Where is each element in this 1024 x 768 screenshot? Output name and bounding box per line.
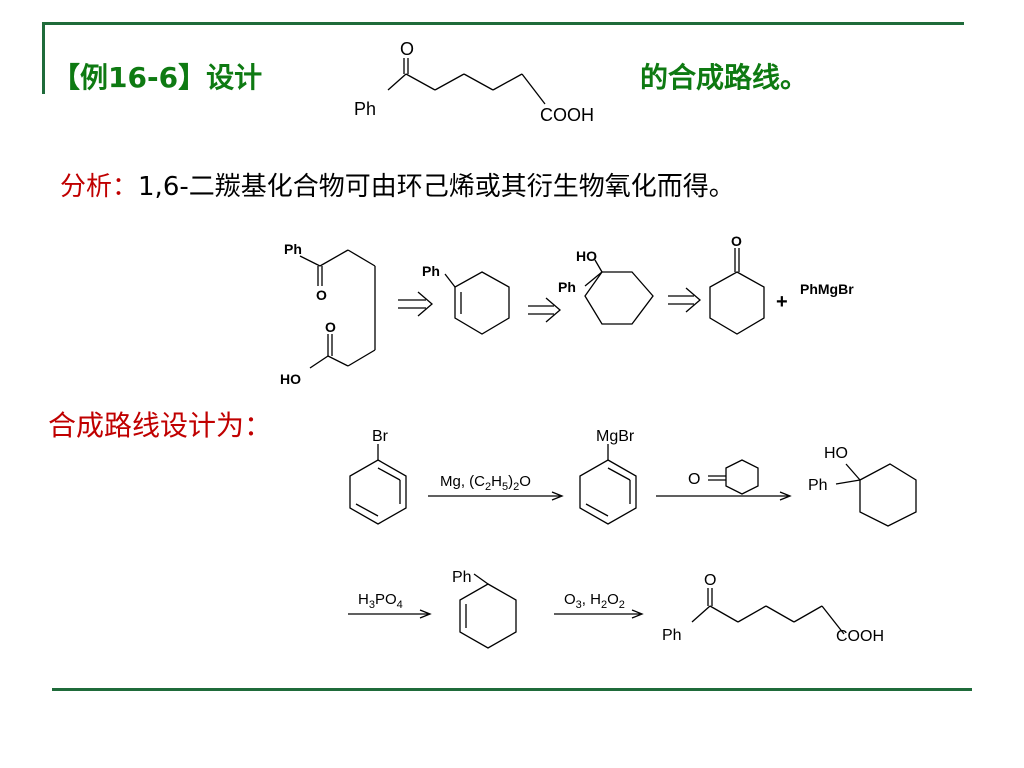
synth-alcohol-ph: Ph: [808, 477, 828, 494]
target-ph: Ph: [354, 99, 376, 119]
product-o: O: [704, 572, 716, 589]
analysis-line: 分析：1,6-二羰基化合物可由环己烯或其衍生物氧化而得。: [60, 166, 735, 203]
retro-acid-o: O: [325, 319, 336, 335]
step2-reagent-o: O: [688, 471, 700, 488]
retro-ketone-o: O: [316, 287, 327, 303]
step1-reagent: Mg, (C2H5)2O: [440, 473, 531, 493]
step3-reagent: H3PO4: [358, 591, 403, 611]
synth-alkene-ph: Ph: [452, 569, 472, 586]
retro-alkene-ph: Ph: [422, 263, 440, 279]
product-ph: Ph: [662, 627, 682, 644]
synthesis-row-1: Br Mg, (C2H5)2O MgBr O HO Ph: [349, 428, 917, 527]
retrosynthesis-scheme: Ph O O HO Ph HO Ph O + PhMgBr: [280, 233, 854, 387]
retro-alcohol-ph: Ph: [558, 279, 576, 295]
bromobenzene-br: Br: [372, 428, 389, 445]
analysis-label: 分析：: [60, 172, 139, 202]
retro-acid-ho: HO: [280, 371, 301, 387]
left-rule: [42, 22, 45, 94]
title-suffix: 的合成路线。: [640, 61, 809, 94]
title-prefix: 【例16-6】设计: [52, 61, 263, 94]
route-heading: 合成路线设计为：: [48, 409, 273, 442]
bottom-rule: [52, 688, 972, 691]
grignard-mgbr: MgBr: [596, 428, 635, 445]
step4-reagent: O3, H2O2: [564, 591, 625, 611]
target-structure: Ph O COOH: [354, 39, 594, 125]
top-rule: [42, 22, 964, 25]
product-cooh: COOH: [836, 628, 884, 645]
target-cooh: COOH: [540, 105, 594, 125]
retro-alcohol-ho: HO: [576, 248, 597, 264]
retro-cyclohexanone-o: O: [731, 233, 742, 249]
retro-ph: Ph: [284, 241, 302, 257]
retro-reagent: PhMgBr: [800, 281, 854, 297]
retro-plus: +: [776, 291, 788, 313]
analysis-text: 1,6-二羰基化合物可由环己烯或其衍生物氧化而得。: [138, 172, 735, 202]
synth-alcohol-ho: HO: [824, 445, 848, 462]
target-oxo: O: [400, 39, 414, 59]
synthesis-row-2: H3PO4 Ph O3, H2O2 O Ph COOH: [348, 569, 884, 649]
